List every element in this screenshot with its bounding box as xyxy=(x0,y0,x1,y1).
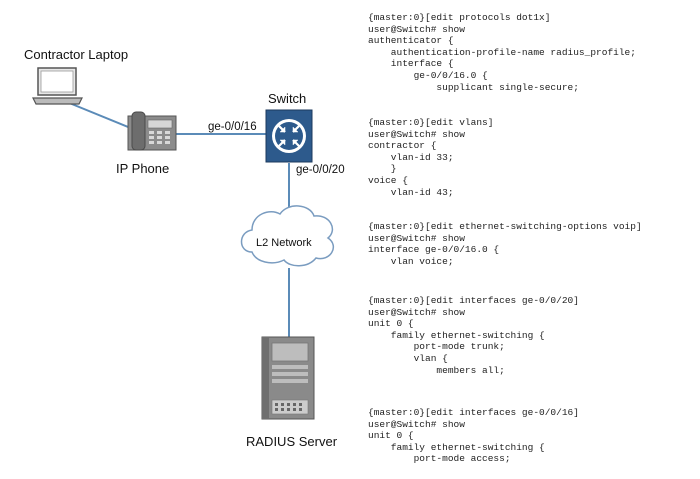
config-block-voip: {master:0}[edit ethernet-switching-optio… xyxy=(368,221,642,267)
config-block-vlans: {master:0}[edit vlans] user@Switch# show… xyxy=(368,117,494,198)
config-block-dot1x: {master:0}[edit protocols dot1x] user@Sw… xyxy=(368,12,636,93)
switch-icon xyxy=(265,109,313,163)
radius-server-icon xyxy=(261,336,315,420)
ip-phone-icon xyxy=(127,111,177,151)
network-label: L2 Network xyxy=(256,237,312,249)
config-block-ge-0-0-20: {master:0}[edit interfaces ge-0/0/20] us… xyxy=(368,295,579,376)
server-label: RADIUS Server xyxy=(246,434,338,449)
laptop-label: Contractor Laptop xyxy=(24,47,129,62)
port-label-ge-0-0-16: ge-0/0/16 xyxy=(208,121,257,133)
switch-label: Switch xyxy=(268,91,307,106)
phone-label: IP Phone xyxy=(116,161,170,176)
l2-network-cloud xyxy=(240,205,334,267)
laptop-icon xyxy=(32,67,83,105)
config-block-ge-0-0-16: {master:0}[edit interfaces ge-0/0/16] us… xyxy=(368,407,579,465)
port-label-ge-0-0-20: ge-0/0/20 xyxy=(296,164,345,176)
